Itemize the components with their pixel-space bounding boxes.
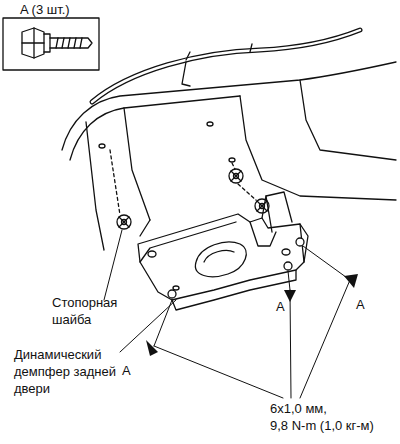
mount-hole (207, 122, 213, 126)
part-callout: A (3 шт.) (20, 1, 70, 18)
lock-washer (229, 163, 243, 183)
torque-spec: 9,8 N-m (1,0 кг-м) (270, 417, 374, 434)
detail-frame (3, 18, 99, 70)
mount-hole (99, 144, 105, 148)
wire-harness (92, 30, 360, 102)
leader-line (104, 230, 350, 398)
part-name: Динамический демпфер задней двери (14, 346, 124, 397)
part-name: Стопорная шайба (52, 294, 137, 328)
damper-bracket (138, 192, 308, 310)
lock-washer (110, 150, 131, 229)
mount-hole (229, 158, 235, 162)
arrow-marker (146, 274, 358, 356)
bolt (168, 238, 304, 298)
callout-letter: A (122, 362, 131, 379)
callout-letter: A (276, 298, 285, 315)
dimension: 6x1,0 мм, (270, 400, 327, 417)
bolt-icon (22, 28, 92, 58)
callout-letter: A (356, 296, 365, 313)
